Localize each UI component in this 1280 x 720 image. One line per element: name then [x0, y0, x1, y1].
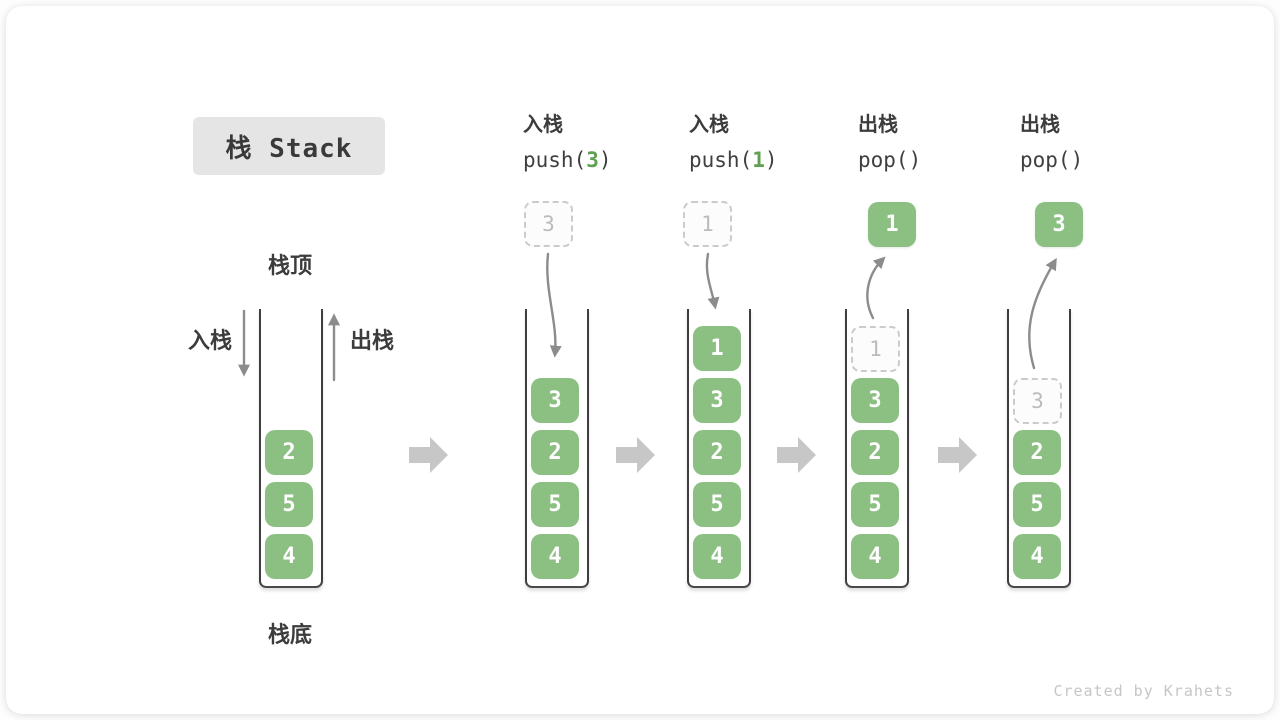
op-header-pop-1: 出栈 pop() [858, 112, 1018, 173]
stack-well-3 [687, 309, 751, 588]
op-label: 出栈 [858, 114, 898, 136]
stack-element: 5 [531, 482, 579, 527]
code-arg: 3 [586, 148, 599, 172]
incoming-value-box: 1 [683, 201, 732, 247]
op-label: 出栈 [1020, 114, 1060, 136]
stack-element: 2 [1013, 430, 1061, 475]
stack-element: 2 [531, 430, 579, 475]
push-1-arrow-icon [705, 252, 720, 310]
popped-value-box: 1 [868, 202, 916, 247]
push-direction-label: 入栈 [188, 328, 233, 353]
stack-element: 3 [693, 378, 741, 423]
code-close: ) [908, 148, 922, 172]
stack-element: 5 [693, 482, 741, 527]
code-fn: push( [523, 148, 587, 172]
stack-well-4 [845, 309, 909, 588]
page-title: 栈 Stack [193, 117, 385, 175]
step-separator-arrow-icon [409, 437, 448, 473]
stack-element: 5 [1013, 482, 1061, 527]
stack-element: 3 [851, 378, 899, 423]
code-fn: pop( [1020, 148, 1071, 172]
stack-element: 4 [265, 534, 313, 579]
pop-direction-label: 出栈 [350, 328, 395, 353]
stack-well-1 [259, 309, 323, 588]
popped-value-box: 3 [1035, 202, 1083, 247]
code-close: ) [1070, 148, 1084, 172]
op-code: pop() [858, 147, 1018, 173]
stack-bottom-label: 栈底 [267, 622, 312, 647]
stack-element: 3 [531, 378, 579, 423]
stack-well-5 [1007, 309, 1071, 588]
stack-element: 5 [265, 482, 313, 527]
code-fn: pop( [858, 148, 909, 172]
op-code: push(1) [689, 147, 849, 173]
incoming-value-box: 3 [524, 201, 573, 247]
op-label: 入栈 [689, 114, 729, 136]
diagram-card: 栈 Stack 入栈 push(3) 入栈 push(1) 出栈 pop() 出… [6, 6, 1274, 714]
step-separator-arrow-icon [616, 437, 655, 473]
stack-element: 2 [265, 430, 313, 475]
stack-element: 5 [851, 482, 899, 527]
watermark: Created by Krahets [1053, 682, 1234, 700]
popped-slot-ghost: 3 [1013, 378, 1062, 424]
stack-element: 1 [693, 326, 741, 371]
stack-element: 4 [693, 534, 741, 579]
stack-well-2 [525, 309, 589, 588]
step-separator-arrow-icon [938, 437, 977, 473]
code-close: ) [598, 148, 612, 172]
popped-slot-ghost: 1 [851, 326, 900, 372]
stack-element: 4 [1013, 534, 1061, 579]
stack-element: 2 [693, 430, 741, 475]
op-header-pop-2: 出栈 pop() [1020, 112, 1180, 173]
step-separator-arrow-icon [777, 437, 816, 473]
code-fn: push( [689, 148, 753, 172]
op-code: pop() [1020, 147, 1180, 173]
stack-element: 4 [531, 534, 579, 579]
op-label: 入栈 [523, 114, 563, 136]
op-header-push-3: 入栈 push(3) [523, 112, 683, 173]
code-arg: 1 [752, 148, 765, 172]
stack-top-label: 栈顶 [267, 253, 312, 278]
stack-element: 2 [851, 430, 899, 475]
code-close: ) [764, 148, 778, 172]
op-code: push(3) [523, 147, 683, 173]
stack-element: 4 [851, 534, 899, 579]
op-header-push-1: 入栈 push(1) [689, 112, 849, 173]
